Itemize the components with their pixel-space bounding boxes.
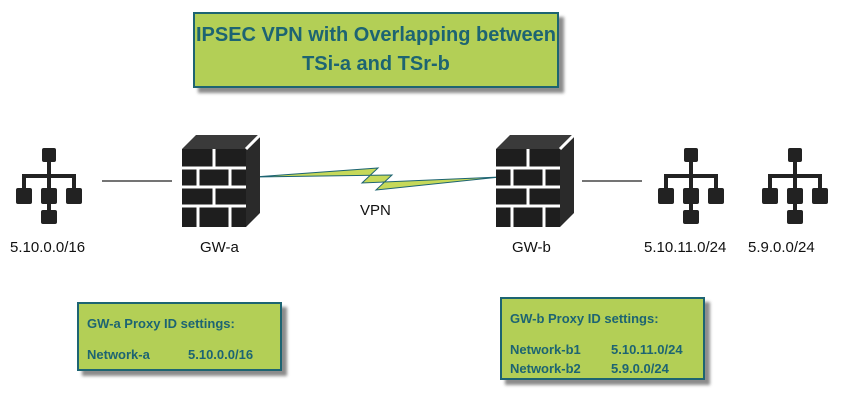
proxy-heading: GW-a Proxy ID settings: [87, 316, 235, 331]
proxy-network-subnet: 5.10.0.0/16 [188, 347, 254, 362]
title-line-1: IPSEC VPN with Overlapping between [195, 24, 557, 46]
title-box: IPSEC VPN with Overlapping between TSi-a… [193, 12, 559, 88]
network-icon [658, 148, 724, 224]
gateway-label-b: GW-b [512, 239, 551, 256]
proxy-network-name: Network-a [87, 347, 150, 362]
gateway-label-a: GW-a [200, 239, 239, 256]
proxy-network-name: Network-b1 [510, 342, 581, 357]
network-icon [16, 148, 82, 224]
vpn-lightning-bolt [253, 167, 501, 191]
network-label-left: 5.10.0.0/16 [10, 239, 86, 256]
network-label-right-2: 5.9.0.0/24 [748, 239, 815, 256]
firewall-icon [182, 135, 260, 227]
network-label-right-1: 5.10.11.0/24 [644, 239, 727, 256]
proxy-network-subnet: 5.9.0.0/24 [611, 361, 669, 376]
proxy-network-subnet: 5.10.11.0/24 [611, 342, 683, 357]
proxy-box-gw-b: GW-b Proxy ID settings: Network-b1 5.10.… [500, 297, 705, 380]
proxy-box-gw-a: GW-a Proxy ID settings: Network-a 5.10.0… [77, 302, 282, 371]
proxy-network-name: Network-b2 [510, 361, 581, 376]
network-icon [762, 148, 828, 224]
proxy-heading: GW-b Proxy ID settings: [510, 311, 659, 326]
title-line-2: TSi-a and TSr-b [302, 53, 450, 75]
vpn-label: VPN [360, 202, 391, 219]
firewall-icon [496, 135, 574, 227]
